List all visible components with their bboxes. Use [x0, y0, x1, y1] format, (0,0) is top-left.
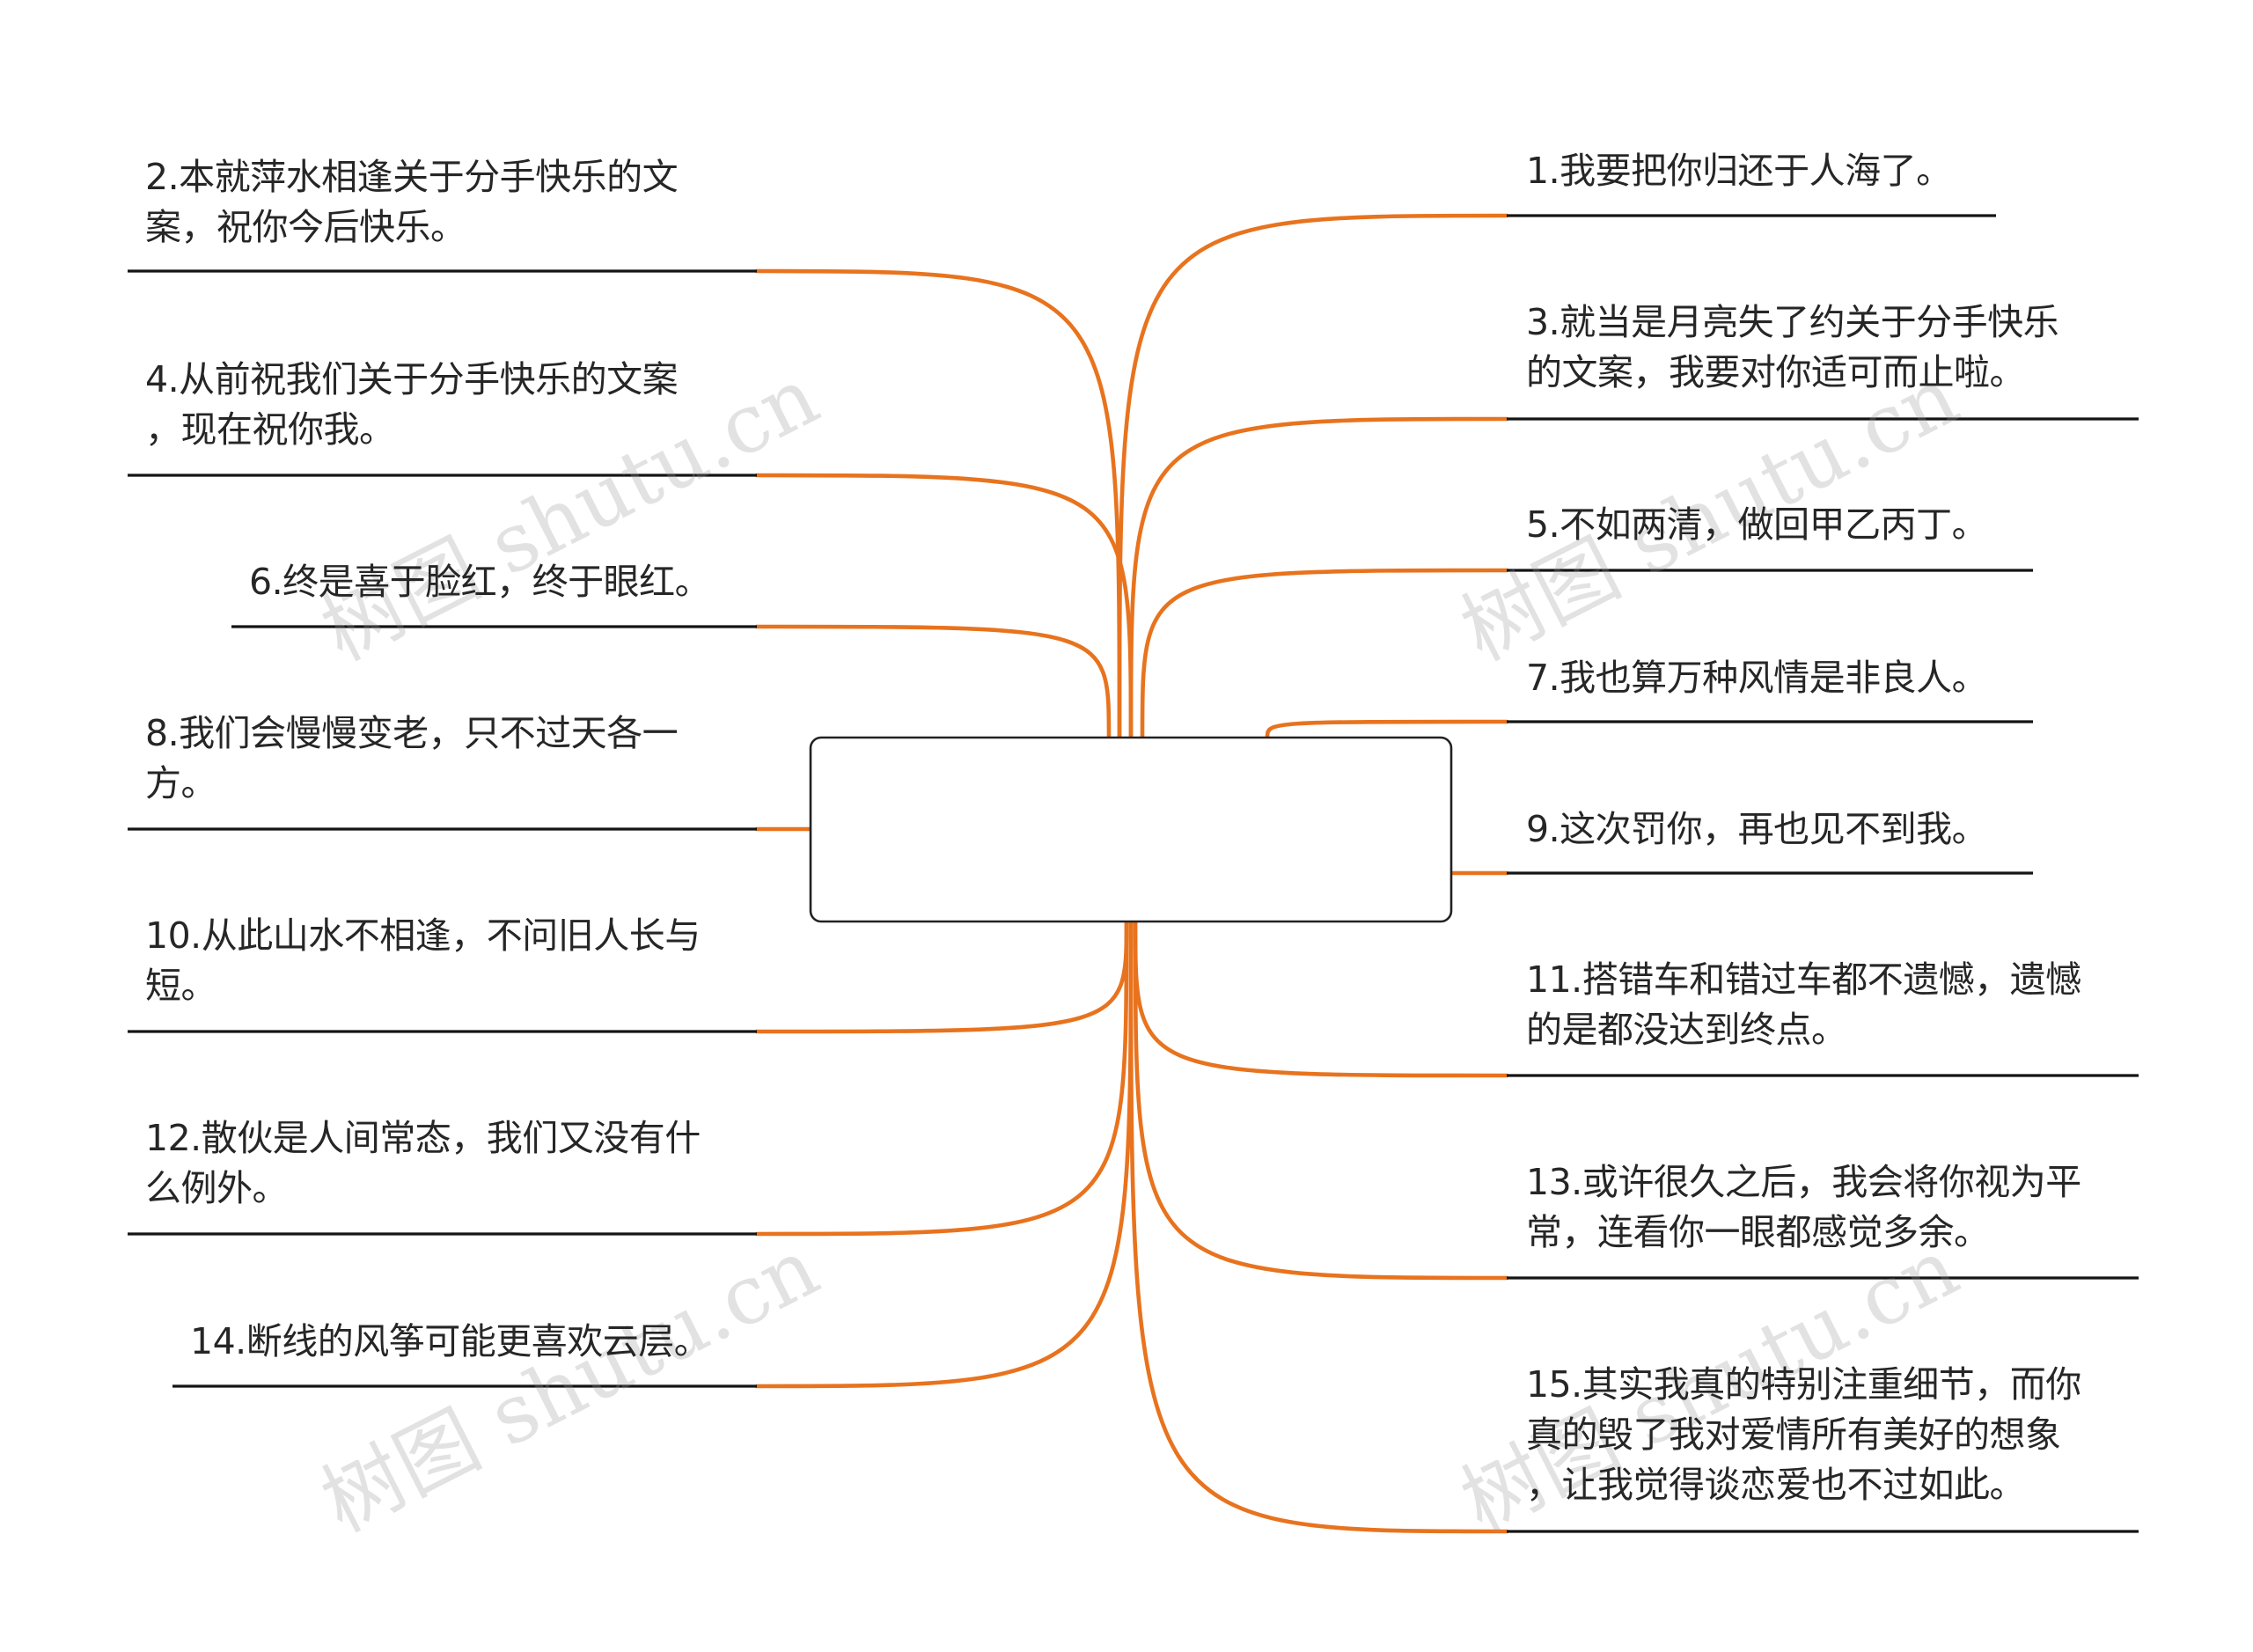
connector-2 [754, 268, 1122, 740]
topic-3[interactable]: 3.就当是月亮失了约关于分手快乐 的文案，我要对你适可而止啦。 [1526, 301, 2059, 393]
topic-9[interactable]: 9.这次罚你，再也见不到我。 [1526, 808, 1988, 850]
topic-6[interactable]: 6.终是喜于脸红，终于眼红。 [249, 561, 711, 603]
topic-7[interactable]: 7.我也算万种风情是非良人。 [1526, 657, 1988, 699]
topic-1[interactable]: 1.我要把你归还于人海了。 [1526, 150, 1952, 192]
topic-14[interactable]: 14.断线的风筝可能更喜欢云层。 [190, 1320, 710, 1362]
connector-13 [1133, 919, 1509, 1281]
topic-15[interactable]: 15.其实我真的特别注重细节，而你 真的毁了我对爱情所有美好的想象 ，让我觉得谈… [1526, 1363, 2081, 1506]
topic-12[interactable]: 12.散伙是人间常态，我们又没有什 么例外。 [145, 1117, 701, 1209]
topic-8[interactable]: 8.我们会慢慢变老，只不过天各一 方。 [145, 712, 679, 804]
topic-10[interactable]: 10.从此山水不相逢，不问旧人长与 短。 [145, 914, 701, 1007]
topic-4[interactable]: 4.从前祝我们关于分手快乐的文案 ，现在祝你我。 [145, 358, 679, 451]
topic-11[interactable]: 11.搭错车和错过车都不遗憾，遗憾 的是都没达到终点。 [1526, 958, 2081, 1051]
connector-10 [754, 919, 1129, 1034]
connector-6 [754, 624, 1112, 740]
connector-12 [754, 919, 1129, 1237]
connector-4 [754, 473, 1134, 740]
connector-lines [754, 213, 1509, 1534]
topic-13[interactable]: 13.或许很久之后，我会将你视为平 常，连看你一眼都感觉多余。 [1526, 1161, 2081, 1253]
connector-5 [1140, 568, 1509, 740]
topic-underlines [128, 214, 2139, 1533]
topic-2[interactable]: 2.本就萍水相逢关于分手快乐的文 案，祝你今后快乐。 [145, 156, 679, 248]
connector-11 [1133, 919, 1509, 1078]
connector-15 [1128, 919, 1509, 1534]
central-topic-box[interactable] [809, 736, 1453, 923]
connector-1 [1117, 213, 1509, 740]
connector-3 [1128, 416, 1509, 740]
topic-5[interactable]: 5.不如两清，做回甲乙丙丁。 [1526, 503, 1988, 546]
connector-7 [1265, 719, 1509, 740]
